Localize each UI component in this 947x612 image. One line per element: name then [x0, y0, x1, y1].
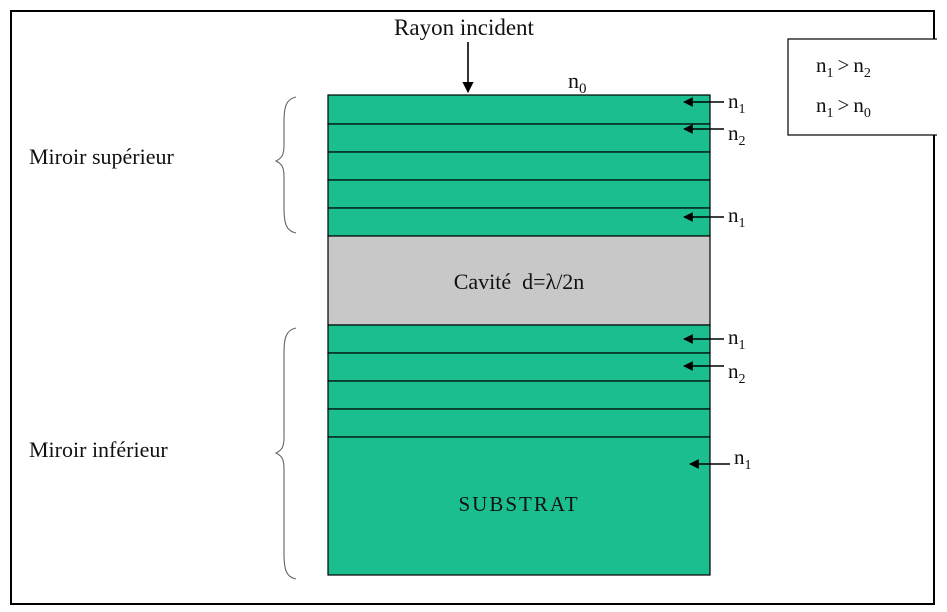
svg-text:n2: n2: [728, 121, 746, 149]
svg-text:n1: n1: [734, 445, 752, 473]
top-mirror-brace: [274, 96, 297, 234]
bottom-mirror-stack: [327, 324, 711, 438]
bottom-layer-3: [327, 380, 711, 410]
cavity-label: Cavité d=λ/2n: [454, 269, 585, 294]
svg-text:n2: n2: [728, 359, 746, 387]
relation-1: n1>n2: [816, 53, 871, 81]
top-index-label: n0: [568, 68, 587, 97]
bottom-layer-1: [327, 324, 711, 354]
index-label-5: n2: [683, 359, 746, 387]
diagram-frame: Rayon incident n0 n1>n2 n1>n0 Cavité d=λ…: [10, 10, 941, 605]
top-mirror-label: Miroir supérieur: [29, 144, 174, 169]
vcsel-diagram: Rayon incident n0 n1>n2 n1>n0 Cavité d=λ…: [29, 15, 941, 580]
top-mirror-stack: [327, 94, 711, 237]
index-label-3: n1: [683, 203, 746, 231]
substrate-label: SUBSTRAT: [458, 492, 579, 516]
cavity-layer: [327, 235, 711, 326]
top-layer-4: [327, 179, 711, 209]
svg-text:n1: n1: [728, 203, 746, 231]
top-layer-2: [327, 123, 711, 153]
svg-text:n1: n1: [728, 325, 746, 353]
bottom-layer-2: [327, 352, 711, 382]
index-label-2: n2: [683, 121, 746, 149]
substrate-layer: [327, 436, 711, 576]
incident-ray-label: Rayon incident: [394, 15, 534, 40]
index-label-6: n1: [689, 445, 752, 473]
top-layer-5: [327, 207, 711, 237]
top-layer-1: [327, 94, 711, 125]
bottom-mirror-brace: [274, 327, 297, 580]
relations-box: [787, 38, 941, 136]
relation-2: n1>n0: [816, 93, 871, 121]
svg-text:n1: n1: [728, 89, 746, 117]
top-layer-3: [327, 151, 711, 181]
index-label-1: n1: [683, 89, 746, 117]
bottom-layer-4: [327, 408, 711, 438]
bottom-mirror-label: Miroir inférieur: [29, 437, 168, 462]
index-label-4: n1: [683, 325, 746, 353]
